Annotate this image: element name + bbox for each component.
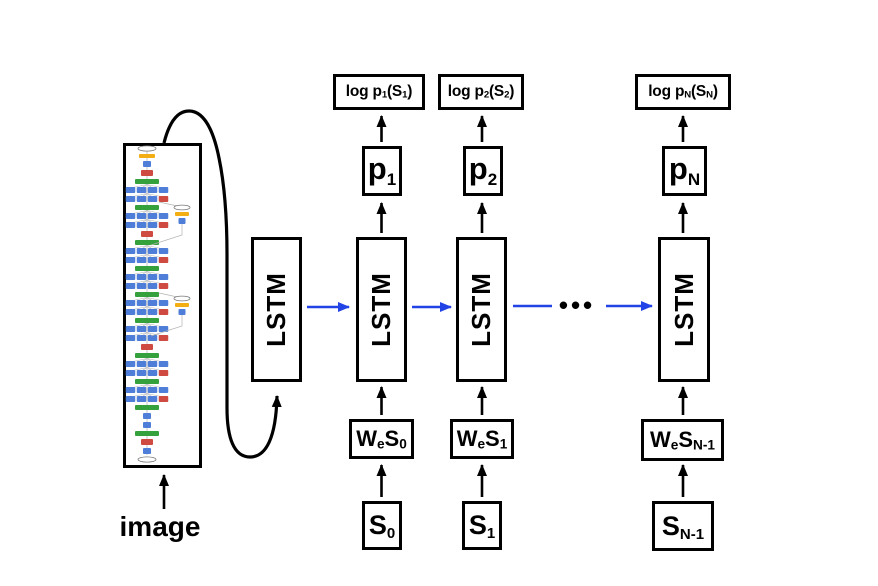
lstm-label: LSTM (466, 272, 497, 347)
word-embedding-box-0: WeS0 (349, 419, 414, 459)
word-box-n-1: SN-1 (652, 501, 714, 551)
we-label-0: WeS0 (356, 426, 407, 452)
lstm-label: LSTM (261, 272, 292, 347)
lstm-label: LSTM (668, 272, 699, 347)
p-label-n: pN (668, 150, 701, 189)
lstm-box-1: LSTM (251, 237, 302, 382)
ellipsis-dots: ••• (558, 290, 596, 320)
word-embedding-box-1: WeS1 (450, 419, 514, 459)
s-label-0: S0 (368, 510, 396, 542)
word-embedding-box-n-1: WeSN-1 (641, 419, 724, 461)
lstm-box-n: LSTM (658, 237, 710, 382)
p-box-n: pN (662, 146, 707, 196)
lstm-label: LSTM (366, 272, 397, 347)
we-label-1: WeS1 (456, 426, 508, 452)
p-label-2: p2 (468, 150, 498, 189)
p-box-2: p2 (463, 146, 503, 196)
cnn-box (123, 143, 202, 468)
s-label-n-1: SN-1 (661, 510, 705, 543)
s-label-1: S1 (468, 510, 496, 542)
word-box-1: S1 (462, 501, 502, 550)
log-prob-label-1: log p1(S1) (345, 83, 413, 101)
log-prob-box-2: log p2(S2) (438, 74, 524, 110)
lstm-box-2: LSTM (356, 237, 407, 382)
log-prob-label-n: log pN(SN) (648, 83, 718, 101)
image-label: image (119, 511, 201, 542)
word-box-0: S0 (362, 501, 402, 550)
p-label-1: p1 (367, 150, 397, 189)
we-label-n-1: WeSN-1 (650, 427, 715, 453)
log-prob-box-n: log pN(SN) (635, 74, 731, 110)
log-prob-box-1: log p1(S1) (333, 74, 425, 110)
lstm-box-3: LSTM (456, 237, 507, 382)
log-prob-label-2: log p2(S2) (447, 83, 515, 101)
p-box-1: p1 (362, 146, 402, 196)
